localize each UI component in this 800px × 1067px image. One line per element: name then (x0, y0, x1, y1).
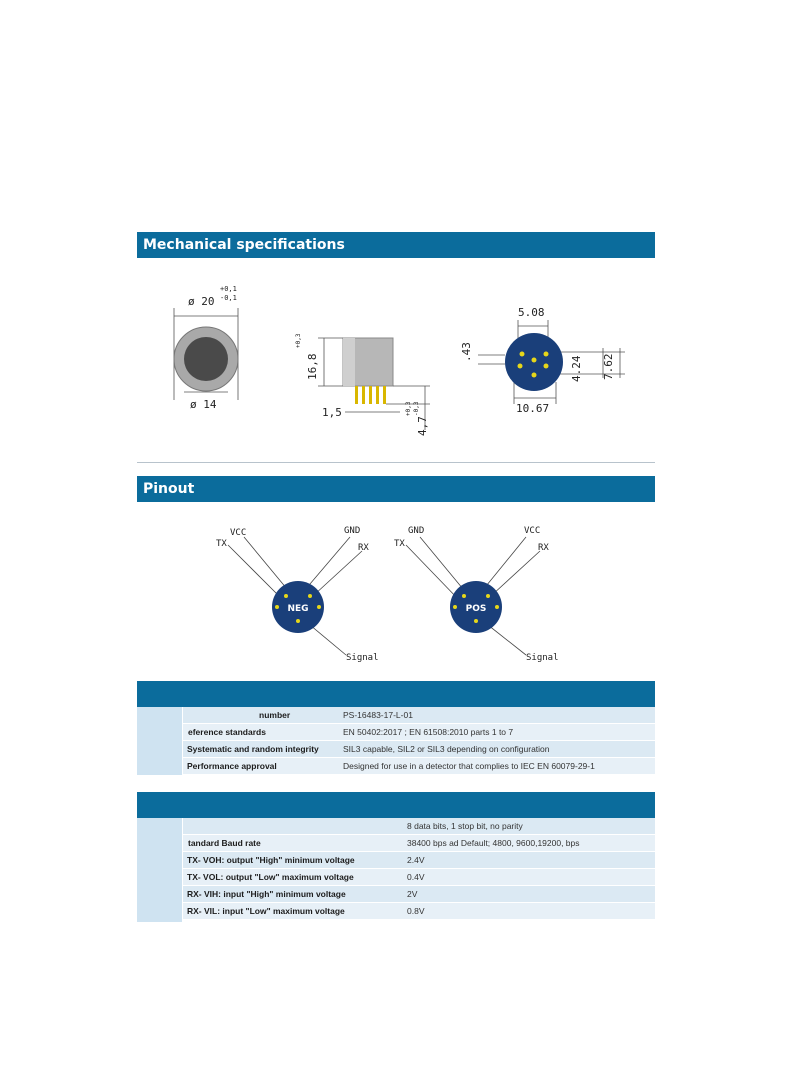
table1-row4-value: Designed for use in a detector that comp… (343, 761, 595, 771)
pos-vcc-label: VCC (524, 526, 540, 536)
pos-gnd-label: GND (408, 526, 424, 536)
pos-tx-label: TX (394, 539, 405, 549)
table-row: Performance approval Designed for use in… (183, 758, 655, 775)
bottom-dim-bottom: 10.67 (516, 402, 549, 415)
side-pin-tol-b: -0,3 (413, 401, 420, 416)
table-row: tandard Baud rate 38400 bps ad Default; … (183, 835, 655, 852)
side-pin-length: 4,7 (416, 416, 429, 436)
table1-row1-label: number (259, 710, 291, 720)
table2-row3-value: 2.4V (407, 855, 425, 865)
table2-row1-value: 8 data bits, 1 stop bit, no parity (407, 821, 523, 831)
neg-gnd-label: GND (344, 526, 360, 536)
table-row: RX- VIH: input "High" minimum voltage 2V (183, 886, 655, 903)
table-row: number PS-16483-17-L-01 (183, 707, 655, 724)
table2-header-bar (137, 792, 655, 818)
table1-row3-value: SIL3 capable, SIL2 or SIL3 depending on … (343, 744, 550, 754)
table1-row3-label: Systematic and random integrity (187, 744, 319, 754)
neg-vcc-label: VCC (230, 528, 246, 538)
table-row: 8 data bits, 1 stop bit, no parity (183, 818, 655, 835)
table-row: Systematic and random integrity SIL3 cap… (183, 741, 655, 758)
table-row: TX- VOL: output "Low" maximum voltage 0.… (183, 869, 655, 886)
table2-row2-label: tandard Baud rate (188, 838, 261, 848)
bottom-view-drawing: 5.08 .43 4.24 7.62 10.67 (460, 306, 625, 415)
table2-row2-value: 38400 bps ad Default; 4800, 9600,19200, … (407, 838, 580, 848)
pos-pinout-diagram: POS GND TX VCC RX Signal (394, 526, 559, 663)
pinout-diagrams: NEG VCC TX GND RX Signal POS GND TX VCC … (216, 526, 559, 663)
pinout-section-header: Pinout (137, 476, 655, 502)
table1-side-column (137, 707, 183, 775)
table2-row3-label: TX- VOH: output "High" minimum voltage (187, 855, 355, 865)
side-height-dim: 16,8 (306, 354, 319, 381)
table1: number PS-16483-17-L-01 eference standar… (137, 707, 655, 775)
table1-header-bar (137, 681, 655, 707)
bottom-dim-right-b: 7.62 (602, 354, 615, 381)
table2-row5-value: 2V (407, 889, 418, 899)
table2-row6-value: 0.8V (407, 906, 425, 916)
table2: 8 data bits, 1 stop bit, no parity tanda… (137, 818, 655, 922)
mechanical-section-header: Mechanical specifications (137, 232, 655, 258)
front-tol-minus: -0,1 (220, 294, 237, 302)
table-row: RX- VIL: input "Low" maximum voltage 0.8… (183, 903, 655, 920)
bottom-dim-top: 5.08 (518, 306, 545, 319)
neg-pinout-diagram: NEG VCC TX GND RX Signal (216, 526, 379, 663)
pos-rx-label: RX (538, 543, 549, 553)
table2-row4-value: 0.4V (407, 872, 425, 882)
pos-badge: POS (466, 604, 487, 614)
neg-tx-label: TX (216, 539, 227, 549)
side-pin-tol-a: +0,3 (405, 401, 412, 416)
section-divider (137, 462, 655, 463)
table2-side-column (137, 818, 183, 922)
mechanical-drawings: ø 20 +0,1 -0,1 ø 14 16,8 +0,3 1,5 4,7 +0… (173, 285, 625, 436)
side-view-drawing: 16,8 +0,3 1,5 4,7 +0,3 -0,3 (295, 333, 430, 436)
front-tol-plus: +0,1 (220, 285, 237, 293)
table1-row2-value: EN 50402:2017 ; EN 61508:2010 parts 1 to… (343, 727, 514, 737)
side-height-tol: +0,3 (295, 333, 302, 348)
table2-row5-label: RX- VIH: input "High" minimum voltage (187, 889, 346, 899)
table-row: eference standards EN 50402:2017 ; EN 61… (183, 724, 655, 741)
bottom-dim-right-a: 4.24 (570, 355, 583, 382)
table2-row4-label: TX- VOL: output "Low" maximum voltage (187, 872, 354, 882)
pos-signal-label: Signal (526, 653, 559, 663)
table1-row1-value: PS-16483-17-L-01 (343, 710, 413, 720)
front-inner-dia: ø 14 (190, 398, 217, 411)
table-row: TX- VOH: output "High" minimum voltage 2… (183, 852, 655, 869)
table1-row2-label: eference standards (188, 727, 266, 737)
neg-signal-label: Signal (346, 653, 379, 663)
front-view-drawing: ø 20 +0,1 -0,1 ø 14 (173, 285, 239, 411)
bottom-dim-left: .43 (460, 342, 473, 362)
neg-rx-label: RX (358, 543, 369, 553)
neg-badge: NEG (287, 604, 308, 614)
table2-row6-label: RX- VIL: input "Low" maximum voltage (187, 906, 345, 916)
table1-row4-label: Performance approval (187, 761, 277, 771)
side-pin-pitch: 1,5 (322, 406, 342, 419)
front-outer-dia: ø 20 (188, 295, 215, 308)
